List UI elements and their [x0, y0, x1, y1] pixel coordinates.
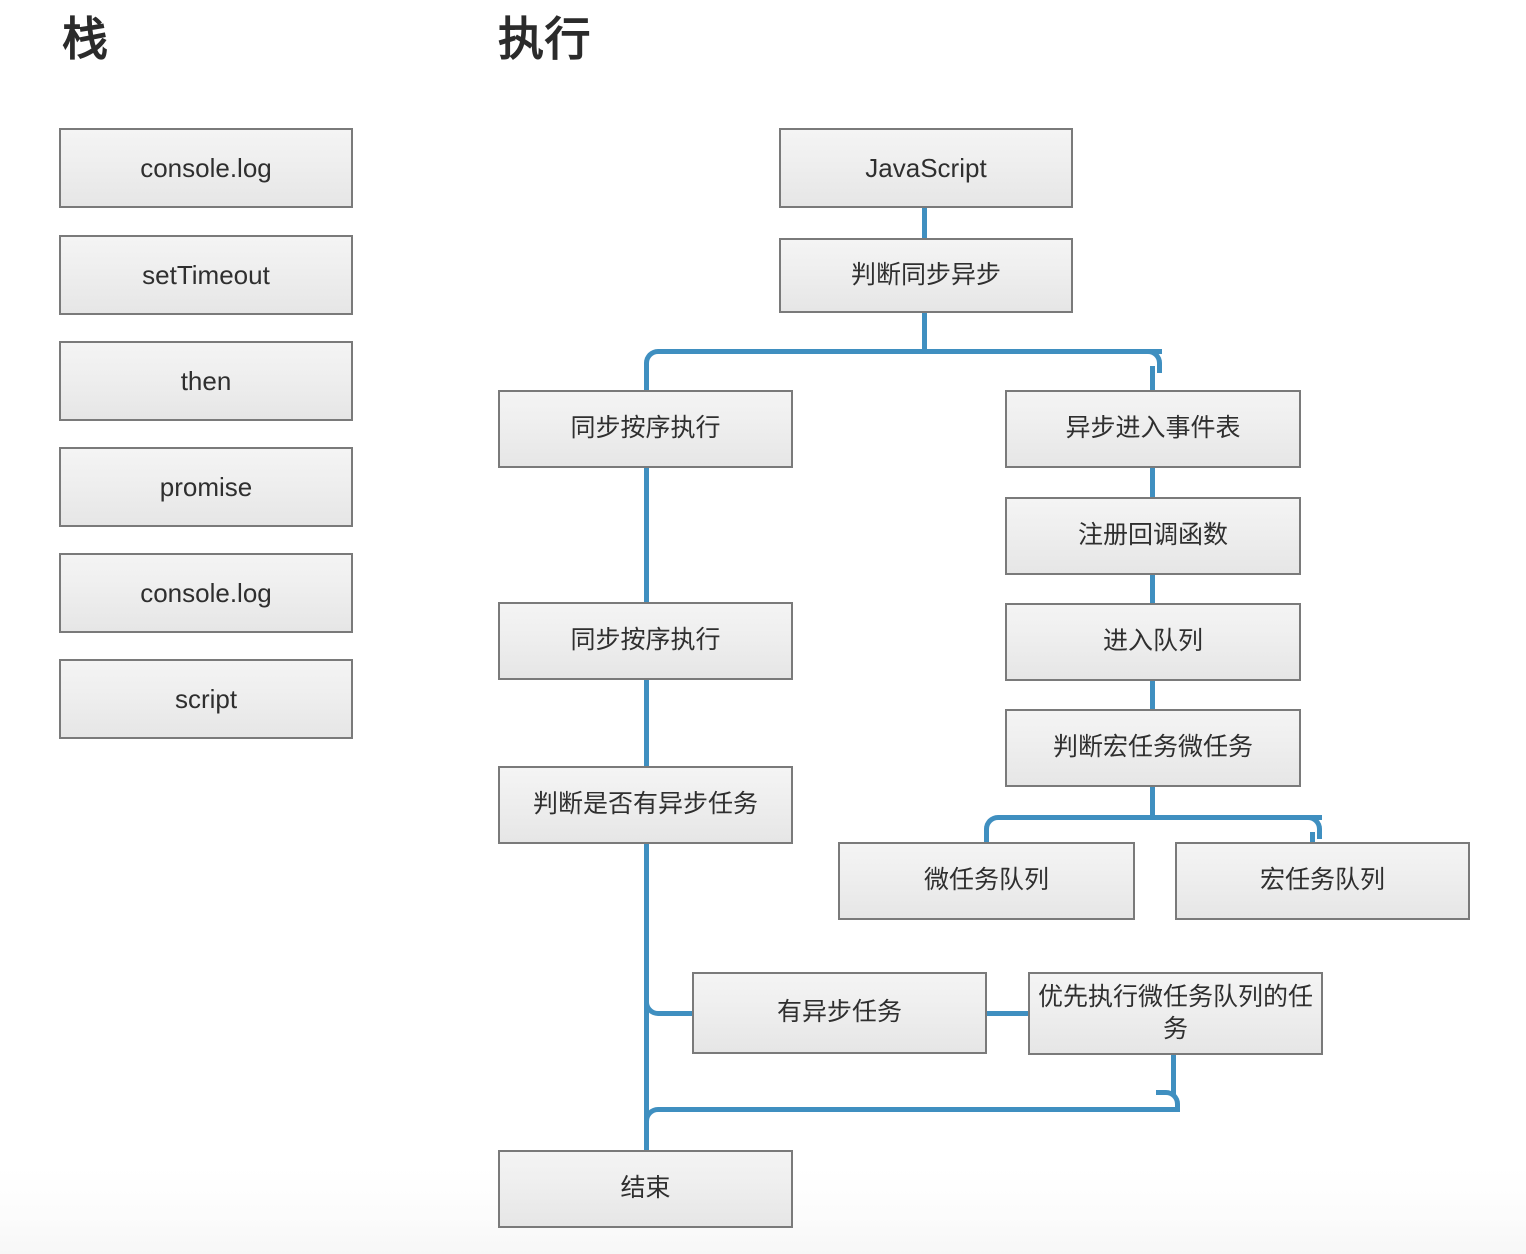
flow-node-judge-task-type: 判断宏任务微任务 [1005, 709, 1301, 787]
edge-split-async-horizontal [922, 349, 1162, 354]
stack-item-console-log-2: console.log [59, 553, 353, 633]
edge-enter-queue-to-judge-task-type [1150, 679, 1155, 711]
edge-split-left-elbow [644, 349, 664, 373]
edge-to-has-async-horizontal [660, 1011, 694, 1016]
edge-return-horizontal [660, 1107, 1176, 1112]
flow-node-micro-queue: 微任务队列 [838, 842, 1135, 920]
edge-return-right-elbow [1156, 1090, 1180, 1112]
edge-sync1-to-sync2 [644, 466, 649, 604]
flow-node-sync-exec-2: 同步按序执行 [498, 602, 793, 680]
edge-register-cb-to-enter-queue [1150, 573, 1155, 605]
edge-split-left-drop [644, 366, 649, 392]
stack-item-then: then [59, 341, 353, 421]
edge-split-right-drop [1150, 366, 1155, 392]
stack-item-settimeout: setTimeout [59, 235, 353, 315]
flow-node-register-cb: 注册回调函数 [1005, 497, 1301, 575]
edge-task-split-left-horizontal [1000, 815, 1150, 820]
edge-trunk-to-end [644, 1112, 649, 1150]
edge-task-split-right-horizontal [1150, 815, 1322, 820]
edge-run-micro-down [1171, 1055, 1176, 1095]
flow-node-enter-queue: 进入队列 [1005, 603, 1301, 681]
edge-judge-async-trunk [644, 843, 649, 1018]
flow-node-macro-queue: 宏任务队列 [1175, 842, 1470, 920]
stack-column-heading: 栈 [62, 13, 109, 65]
edge-has-async-to-run-micro [987, 1011, 1030, 1016]
stack-item-script: script [59, 659, 353, 739]
edge-micro-queue-drop [984, 832, 989, 845]
edge-task-split-left-elbow [984, 815, 1004, 839]
edge-split-right-elbow [1142, 349, 1162, 373]
edge-to-has-async-elbow [644, 994, 668, 1016]
edge-judge-task-type-stem [1150, 785, 1155, 815]
stack-item-console-log-1: console.log [59, 128, 353, 208]
edge-trunk-lower [644, 1016, 649, 1114]
edge-macro-queue-drop [1310, 832, 1315, 845]
flow-node-has-async: 有异步任务 [692, 972, 987, 1054]
edge-async-event-to-register-cb [1150, 466, 1155, 499]
edge-task-split-right-elbow [1302, 815, 1322, 839]
edge-sync2-to-judge-async [644, 679, 649, 768]
edge-judge-sync-stem [922, 311, 927, 349]
flow-node-end: 结束 [498, 1150, 793, 1228]
execution-column-heading: 执行 [498, 13, 591, 65]
flow-node-async-event: 异步进入事件表 [1005, 390, 1301, 468]
flow-node-sync-exec-1: 同步按序执行 [498, 390, 793, 468]
flow-node-javascript: JavaScript [779, 128, 1073, 208]
stack-item-promise: promise [59, 447, 353, 527]
edge-javascript-to-judge-sync [922, 206, 927, 240]
flow-node-judge-async: 判断是否有异步任务 [498, 766, 793, 844]
flow-node-run-micro-first: 优先执行微任务队列的任务 [1028, 972, 1323, 1055]
flow-node-judge-sync: 判断同步异步 [779, 238, 1073, 313]
edge-split-sync-horizontal [660, 349, 922, 354]
